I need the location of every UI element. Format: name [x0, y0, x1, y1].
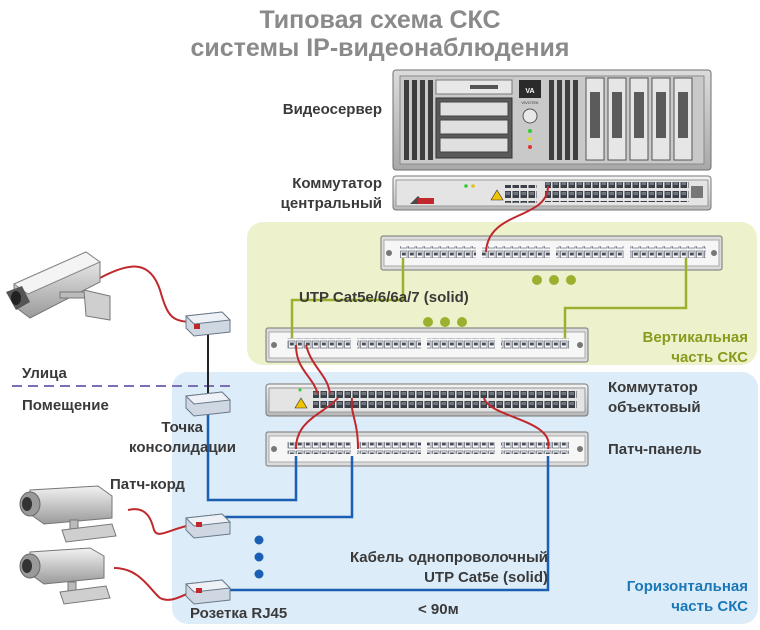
patch-cord-vp-sw-1	[295, 344, 319, 395]
central-switch[interactable]	[392, 175, 712, 211]
horizontal-cable-1	[206, 410, 298, 502]
vertical-zone-label-2: часть СКС	[671, 349, 748, 366]
object-switch-label-2: объектовый	[608, 399, 701, 416]
patch-cord-sw-hp-2	[350, 397, 359, 450]
patch-panel-label: Патч-панель	[608, 441, 702, 458]
svg-text:VIVOTEK: VIVOTEK	[521, 100, 539, 105]
object-switch-label-1: Коммутатор	[608, 379, 698, 396]
vertical-zone-label-1: Вертикальная	[642, 329, 748, 346]
horizontal-cable-label-2: UTP Cat5e (solid)	[424, 569, 548, 586]
horizontal-patch-panel[interactable]	[265, 431, 589, 467]
svg-text:VA: VA	[525, 88, 534, 95]
continuation-dots-upper	[532, 275, 576, 285]
indoor-camera-2-icon[interactable]	[19, 547, 111, 605]
vertical-cable-left	[290, 258, 405, 338]
indoor-camera-1-icon[interactable]	[19, 485, 117, 543]
warning-icon	[490, 189, 504, 201]
camera1-patch-cord	[127, 508, 197, 535]
horizontal-cable-label-1: Кабель однопроволочный	[349, 549, 548, 566]
rj45-socket-2[interactable]	[184, 579, 232, 605]
distance-label: < 90м	[418, 601, 459, 618]
patch-cord-vp-sw-2	[305, 344, 331, 395]
vertical-cable-label: UTP Cat5e/6/6a/7 (solid)	[299, 289, 469, 306]
central-switch-label-2: центральный	[280, 195, 382, 212]
consolidation-label-1: Точка	[161, 419, 203, 436]
street-label: Улица	[22, 365, 67, 382]
patch-cord-label: Патч-корд	[110, 476, 185, 493]
diagram-title-line2: системы IP-видеонаблюдения	[190, 34, 570, 62]
object-switch[interactable]	[265, 383, 589, 417]
consolidation-label-2: консолидации	[129, 439, 236, 456]
diagram-title-line1: Типовая схема СКС	[259, 6, 501, 34]
rj45-socket-1[interactable]	[184, 513, 232, 539]
indoor-label: Помещение	[22, 397, 109, 414]
horizontal-zone-label-1: Горизонтальная	[626, 578, 748, 595]
socket-label: Розетка RJ45	[190, 605, 288, 622]
socket-continuation-dots	[254, 535, 264, 579]
horizontal-cable-2	[222, 456, 354, 519]
server-uplink-patch	[485, 185, 549, 253]
vertical-cable-right	[563, 258, 688, 338]
patch-cord-sw-hp-1	[295, 397, 339, 450]
street-camera-icon[interactable]	[6, 251, 111, 321]
horizontal-zone-label-2: часть СКС	[671, 598, 748, 615]
power-icon	[522, 108, 538, 124]
outdoor-junction-box[interactable]	[184, 311, 232, 337]
object-vertical-patch-panel[interactable]	[265, 327, 589, 363]
central-switch-label-1: Коммутатор	[292, 175, 382, 192]
vertical-patch-panel[interactable]	[380, 235, 723, 271]
horizontal-cable-3	[222, 456, 550, 592]
consolidation-point-box[interactable]	[184, 391, 232, 417]
videoserver-label: Видеосервер	[282, 101, 382, 118]
warning-icon	[294, 397, 308, 409]
video-server[interactable]: VA VIVOTEK	[392, 69, 712, 171]
street-camera-patch-cord	[99, 265, 197, 323]
continuation-dots-lower	[423, 317, 467, 327]
patch-cord-sw-hp-3	[483, 397, 550, 450]
